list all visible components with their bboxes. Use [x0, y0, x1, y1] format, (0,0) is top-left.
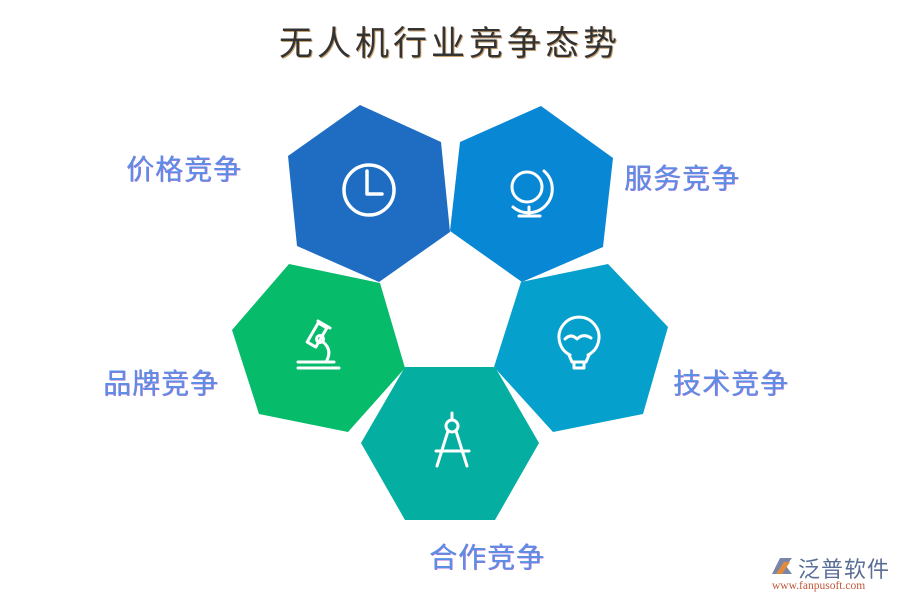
label-brand: 品牌竞争: [103, 367, 220, 400]
globe-icon: [510, 169, 554, 218]
watermark-logo: 泛普软件 www.fanpusoft.com: [768, 552, 898, 596]
label-service: 服务竞争: [624, 162, 741, 195]
hexagon-tech: [494, 264, 668, 432]
label-price: 价格竞争: [126, 153, 243, 186]
watermark-url: www.fanpusoft.com: [772, 580, 866, 592]
watermark-name: 泛普软件: [798, 558, 891, 583]
lightbulb-icon: [557, 315, 601, 370]
compass-icon: [434, 411, 471, 468]
hexagon-cooperation: [361, 367, 539, 520]
fanpu-logo-icon: [772, 558, 792, 574]
hexagon-brand: [232, 264, 405, 432]
microscope-icon: [296, 319, 341, 370]
label-cooperation: 合作竞争: [429, 541, 546, 574]
label-tech: 技术竞争: [673, 367, 790, 400]
diagram-title: 无人机行业竞争态势: [279, 24, 621, 64]
clock-icon: [342, 163, 396, 217]
hexagon-price: [288, 105, 450, 282]
hexagon-service: [450, 106, 613, 282]
